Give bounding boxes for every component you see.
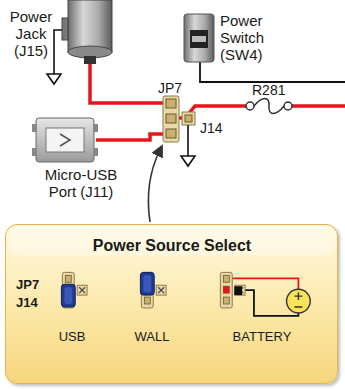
option-label: BATTERY — [233, 329, 292, 344]
switch-wire — [200, 62, 345, 82]
j14-pin — [182, 112, 195, 125]
jumper-label: JP7 — [158, 80, 188, 97]
power-trace — [90, 62, 166, 103]
part-label: Power Jack (J15) — [2, 8, 60, 59]
jumper-label: J14 — [200, 120, 236, 137]
power-jack — [62, 0, 112, 64]
part-label: Power Switch (SW4) — [220, 12, 286, 63]
ground-symbol — [47, 30, 62, 84]
pointer-arrow — [148, 150, 160, 222]
ground-symbol — [181, 125, 195, 166]
part-label: Micro-USB Port (J11) — [36, 166, 126, 200]
option-label: WALL — [135, 329, 170, 344]
micro-usb-port — [32, 118, 98, 162]
jumper-label: JP7 — [16, 277, 39, 292]
power-trace — [96, 134, 166, 140]
fuse-symbol — [246, 99, 292, 114]
jumper-header — [163, 96, 179, 142]
option-label: USB — [59, 329, 86, 344]
legend-panel: Power Source SelectJP7J14USB WALL BATTERY — [5, 224, 338, 384]
panel-title: Power Source Select — [93, 237, 251, 255]
power-switch — [184, 14, 214, 62]
jumper-label: J14 — [16, 295, 38, 310]
resistor-label: R281 — [252, 82, 302, 99]
power-trace — [292, 104, 345, 108]
